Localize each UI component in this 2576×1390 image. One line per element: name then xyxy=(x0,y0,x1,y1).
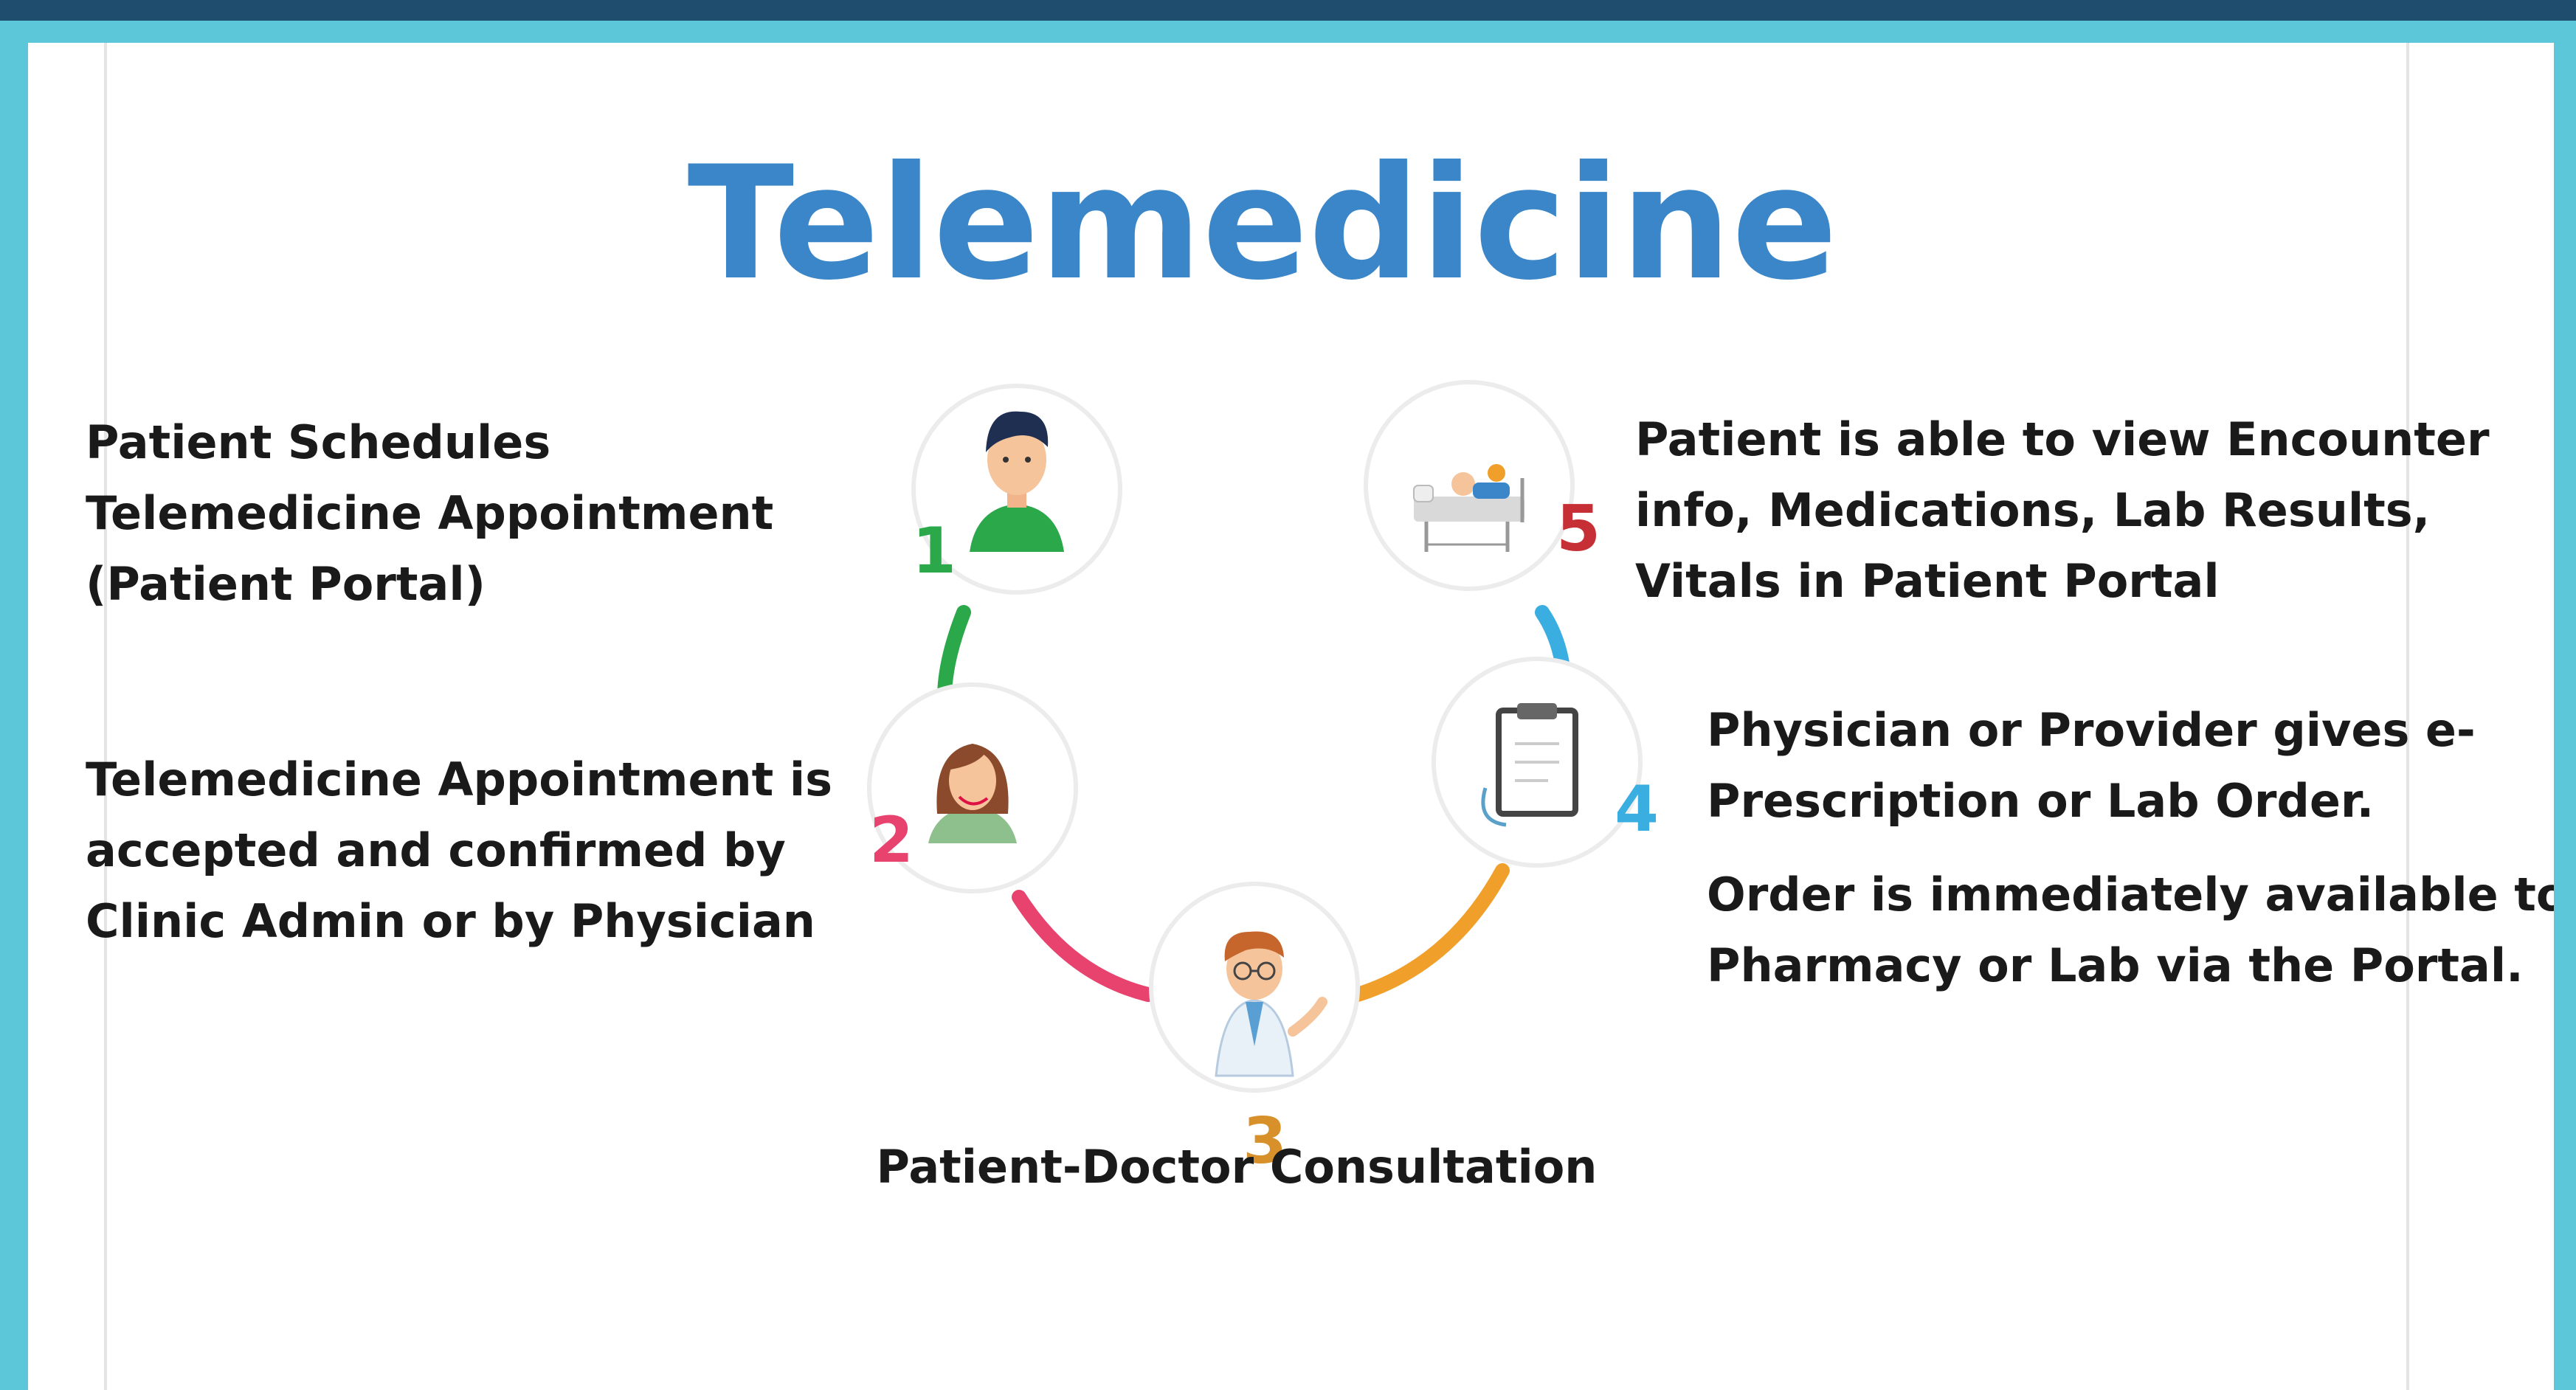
step-4-text: Physician or Provider gives e- Prescript… xyxy=(1707,703,2554,992)
step-2-line: accepted and confirmed by xyxy=(86,823,786,877)
step-5-line: Vitals in Patient Portal xyxy=(1635,554,2220,608)
step-2-line: Clinic Admin or by Physician xyxy=(86,894,815,948)
step-4-extra-line: Order is immediately available to xyxy=(1707,868,2554,922)
step-4-line: Prescription or Lab Order. xyxy=(1707,774,2374,828)
step-3-number: 3 xyxy=(1243,1104,1287,1178)
step-1-line: Patient Schedules xyxy=(86,415,550,469)
connector-2-3 xyxy=(1012,890,1156,1002)
slide: Telemedicine xyxy=(28,43,2554,1390)
step-5-line: Patient is able to view Encounter xyxy=(1635,412,2490,466)
window-border-top xyxy=(0,0,2576,21)
clipboard-icon xyxy=(1481,703,1578,827)
step-1-line: (Patient Portal) xyxy=(86,557,486,611)
diagram-title: Telemedicine xyxy=(688,132,1838,314)
step-5-text: Patient is able to view Encounter info, … xyxy=(1635,412,2490,608)
step-4-extra-line: Pharmacy or Lab via the Portal. xyxy=(1707,938,2524,992)
step-4-line: Physician or Provider gives e- xyxy=(1707,703,2476,757)
hospital-bed-icon xyxy=(1413,464,1524,552)
step-1-number: 1 xyxy=(912,514,956,588)
page-guides xyxy=(104,43,2409,1390)
step-5-number: 5 xyxy=(1556,492,1600,566)
step-2-number: 2 xyxy=(869,803,914,877)
step-1-text: Patient Schedules Telemedicine Appointme… xyxy=(86,415,773,611)
connector-3-4 xyxy=(1350,863,1510,1002)
step-2-text: Telemedicine Appointment is accepted and… xyxy=(86,753,832,948)
step-5-line: info, Medications, Lab Results, xyxy=(1635,483,2430,537)
clinic-admin-icon xyxy=(928,744,1017,843)
step-2-line: Telemedicine Appointment is xyxy=(86,753,832,806)
telemedicine-diagram: Telemedicine xyxy=(86,43,2554,1390)
patient-icon xyxy=(970,411,1064,552)
step-1-line: Telemedicine Appointment xyxy=(86,486,773,540)
step-4-number: 4 xyxy=(1615,772,1659,846)
step-3-caption: Patient-Doctor Consultation xyxy=(877,1140,1598,1194)
doctor-icon xyxy=(1215,931,1327,1077)
